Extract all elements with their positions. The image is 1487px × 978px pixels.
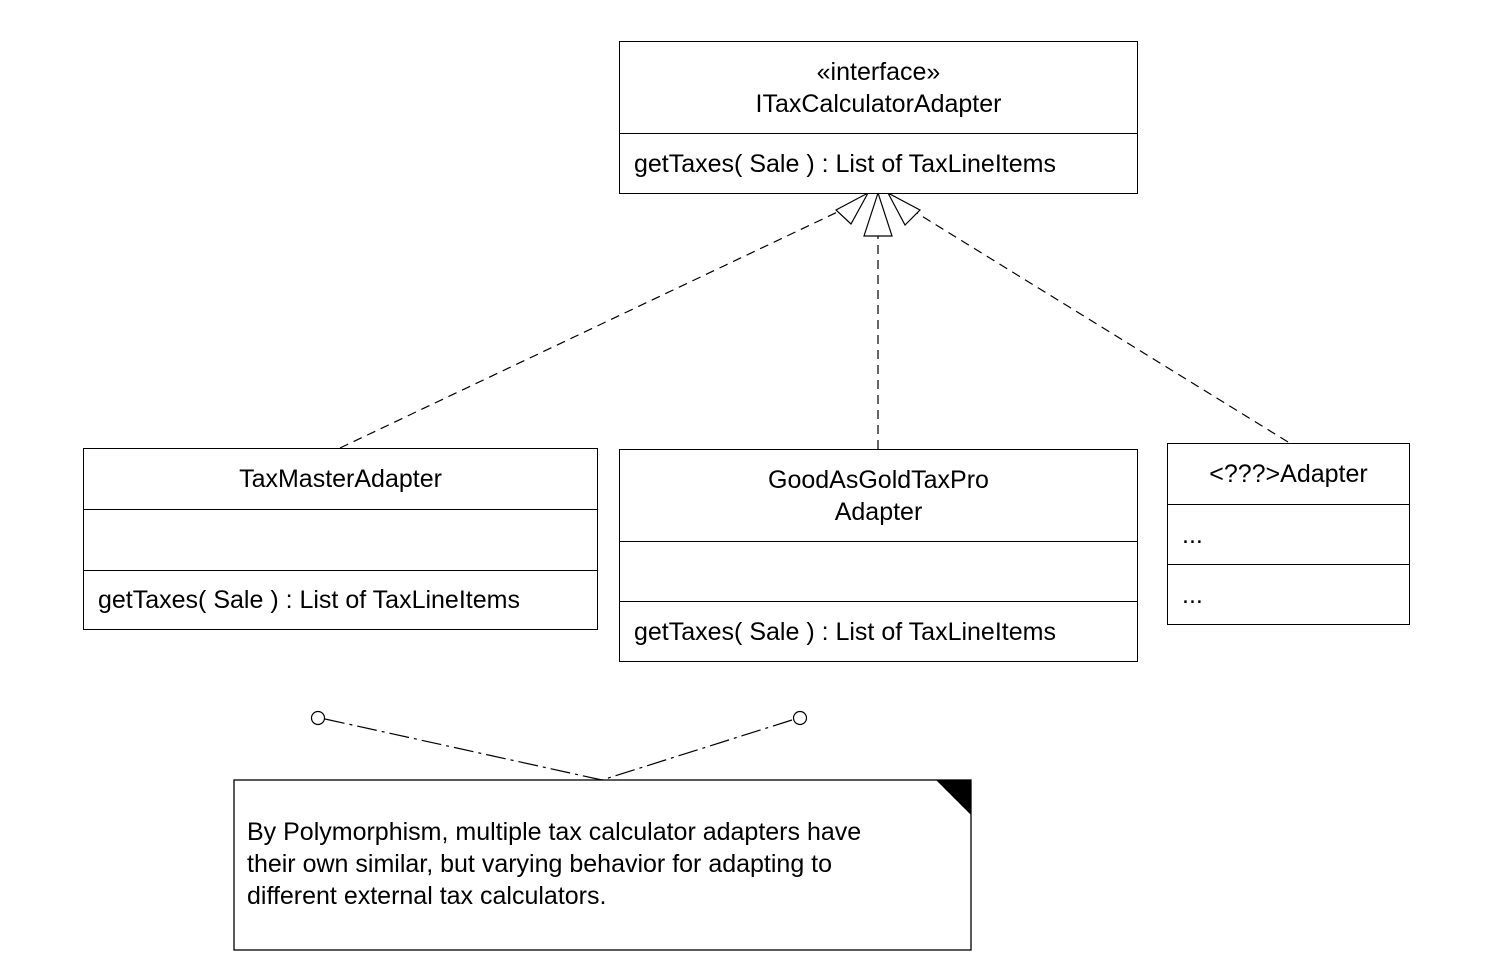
interface-class-itaxcalculatoradapter: «interface» ITaxCalculatorAdapter getTax…: [619, 41, 1138, 194]
interface-operations-compartment: getTaxes( Sale ) : List of TaxLineItems: [620, 134, 1137, 193]
realization-arrowhead-left: [834, 191, 870, 225]
note-anchor-circle-right: [792, 710, 808, 726]
realization-line-unknown-adapter: [911, 209, 1289, 443]
note-anchor-circle-left: [310, 710, 326, 726]
class-operation: getTaxes( Sale ) : List of TaxLineItems: [98, 586, 520, 614]
interface-name-compartment: «interface» ITaxCalculatorAdapter: [620, 42, 1137, 134]
class-name-compartment: <???>Adapter: [1168, 444, 1409, 505]
class-name: <???>Adapter: [1209, 460, 1368, 488]
class-name-compartment: GoodAsGoldTaxPro Adapter: [620, 450, 1137, 542]
note-anchor-line-left: [324, 718, 603, 781]
realization-arrowhead-center: [863, 191, 893, 237]
note-anchor-line-right: [601, 719, 793, 781]
note-corner-icon: [936, 780, 971, 815]
class-attributes-compartment: ...: [1168, 505, 1409, 565]
class-attributes: ...: [1182, 520, 1203, 549]
note-text-line2: their own similar, but varying behavior …: [247, 850, 833, 878]
class-name: TaxMasterAdapter: [239, 465, 442, 493]
realization-arrowhead-right: [886, 191, 921, 226]
class-taxmasteradapter: TaxMasterAdapter getTaxes( Sale ) : List…: [83, 448, 598, 630]
class-attributes-compartment: [84, 510, 597, 571]
class-operations-compartment: ...: [1168, 565, 1409, 624]
class-name-compartment: TaxMasterAdapter: [84, 449, 597, 510]
class-operation: getTaxes( Sale ) : List of TaxLineItems: [634, 617, 1056, 646]
class-attributes-compartment: [620, 542, 1137, 602]
interface-operation: getTaxes( Sale ) : List of TaxLineItems: [634, 149, 1056, 178]
realization-line-taxmaster: [339, 207, 847, 449]
class-operations-compartment: getTaxes( Sale ) : List of TaxLineItems: [84, 571, 597, 629]
class-operations-compartment: getTaxes( Sale ) : List of TaxLineItems: [620, 602, 1137, 661]
uml-note: By Polymorphism, multiple tax calculator…: [234, 780, 971, 950]
note-text-line3: different external tax calculators.: [247, 882, 607, 910]
note-text-line1: By Polymorphism, multiple tax calculator…: [247, 818, 862, 846]
interface-name: ITaxCalculatorAdapter: [755, 89, 1002, 118]
note-text: By Polymorphism, multiple tax calculator…: [247, 816, 937, 912]
interface-stereotype: «interface»: [816, 57, 941, 86]
note-outline: [233, 779, 972, 951]
class-goodasgoldtaxproadapter: GoodAsGoldTaxPro Adapter getTaxes( Sale …: [619, 449, 1138, 662]
class-operation: ...: [1182, 580, 1203, 609]
class-name-line1: GoodAsGoldTaxPro: [768, 465, 989, 494]
class-unknown-adapter: <???>Adapter ... ...: [1167, 443, 1410, 625]
class-name-line2: Adapter: [834, 497, 923, 526]
